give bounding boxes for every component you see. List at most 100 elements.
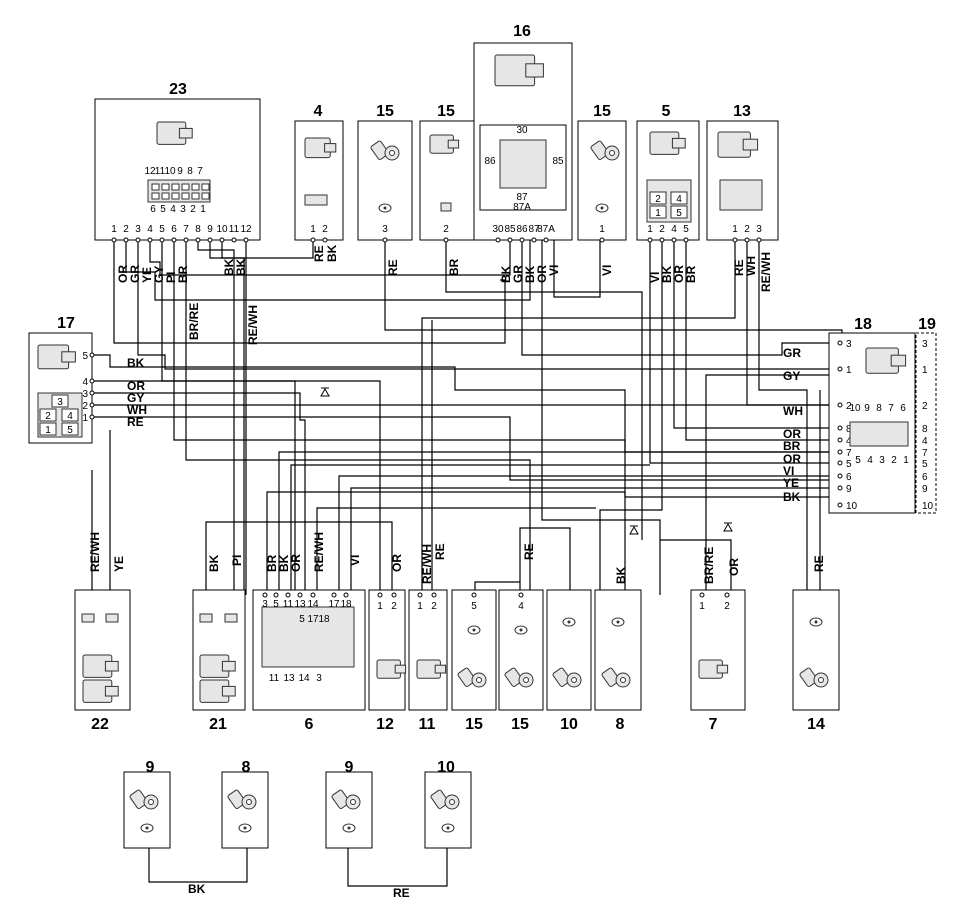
pin-label: 3 [82, 389, 88, 400]
relay-terminal-label: 30 [516, 125, 528, 136]
pin-label: 3 [382, 224, 388, 235]
face-pin-label: 5 [67, 425, 73, 436]
pin-dot [732, 237, 738, 243]
terminal-icon [552, 667, 571, 688]
connector-pin-label: 7 [197, 166, 203, 177]
wire-line [758, 240, 808, 595]
wire-color-label: RE/WH [246, 305, 260, 345]
pin-dot [310, 237, 316, 243]
pin-label: 5 [683, 224, 689, 235]
terminal-icon [457, 667, 476, 688]
pin-label: 7 [183, 224, 189, 235]
pin-dot [231, 237, 237, 243]
wire-color-label: BR [783, 439, 801, 453]
wire-color-label: PI [164, 272, 178, 283]
pin-dot [207, 237, 213, 243]
face-pin-label: 1 [903, 455, 909, 466]
wire-line [278, 451, 840, 595]
wire-line [445, 240, 643, 540]
wire-line [209, 240, 314, 259]
wire-line [149, 240, 511, 276]
wire-line [221, 240, 245, 595]
connector-pin-label: 6 [150, 204, 156, 215]
component-box [594, 589, 642, 711]
wire-color-label: OR [390, 554, 404, 572]
wire-color-label: GY [152, 266, 166, 283]
pin-label: 2 [744, 224, 750, 235]
pin-dot [647, 237, 653, 243]
component-box [325, 771, 373, 849]
wire-color-label: OR [783, 452, 801, 466]
wire-line [521, 240, 840, 356]
pin-label: 11 [229, 224, 240, 235]
component-box [546, 589, 592, 711]
pin-dot [243, 237, 249, 243]
pin-dot [443, 237, 449, 243]
pin-label: 9 [207, 224, 213, 235]
pin-label: 1 [647, 224, 653, 235]
face-pin-label: 2 [45, 411, 51, 422]
pin-label: 4 [922, 436, 928, 447]
component-c7: 7 [690, 589, 746, 733]
pin-label: 10 [216, 224, 228, 235]
terminal-icon [129, 789, 148, 810]
pin-label: 1 [111, 224, 117, 235]
component-c15a: 15 3 [357, 103, 413, 243]
wire-color-label: RE [312, 245, 326, 262]
wire-color-label: RE [386, 259, 400, 276]
relay-terminal-label: 85 [552, 156, 564, 167]
pin-dot [382, 237, 388, 243]
connector-pin-label: 4 [170, 204, 176, 215]
wire-line [92, 392, 306, 595]
pin-label: 10 [922, 501, 934, 512]
wire-color-label: YE [140, 267, 154, 283]
wire-color-label: OR [535, 265, 549, 283]
terminal-icon [331, 789, 350, 810]
pin-dot [123, 237, 129, 243]
pin-label: 4 [518, 601, 524, 612]
diode-icon [629, 525, 639, 535]
pin-label: 2 [846, 401, 852, 412]
face-pin-label: 7 [888, 403, 894, 414]
wire-layer [91, 240, 843, 887]
component-number: 10 [560, 716, 578, 733]
wire-color-label: GR [783, 346, 801, 360]
face-pin-label: 6 [900, 403, 906, 414]
wire-color-label: BK [277, 554, 291, 572]
pin-label: 2 [123, 224, 129, 235]
component-number: 15 [376, 103, 394, 120]
face-pin-label: 9 [864, 403, 870, 414]
wire-color-label: GR [511, 265, 525, 283]
face-pin-label: 4 [67, 411, 73, 422]
component-c14: 14 [792, 589, 840, 733]
component-number: 15 [511, 716, 529, 733]
component-box [123, 771, 171, 849]
component-number: 12 [376, 716, 394, 733]
pin-label: 8 [922, 424, 928, 435]
face-pin-label: 17 [307, 614, 319, 625]
wire-color-label: YE [783, 476, 799, 490]
pin-dot [171, 237, 177, 243]
face-pin-label: 11 [269, 673, 280, 684]
wire-line [113, 240, 506, 344]
component-c10b: 10 [424, 759, 472, 849]
component-number: 5 [662, 103, 671, 120]
component-c19: 19 [915, 316, 937, 514]
terminal-icon [590, 140, 609, 161]
component-box [915, 332, 937, 514]
pin-label: 87 [528, 224, 540, 235]
connector-pin-label: 12 [144, 166, 156, 177]
wire-color-label: RE [127, 415, 144, 429]
pin-label: 3 [262, 599, 268, 610]
relay-terminal-label: 87 [516, 192, 528, 203]
component-number: 10 [437, 759, 455, 776]
pin-dot [322, 237, 328, 243]
connector-face-icon [849, 421, 909, 447]
face-pin-label: 8 [876, 403, 882, 414]
pin-label: 2 [724, 601, 730, 612]
pin-label: 2 [82, 401, 88, 412]
component-number: 15 [593, 103, 611, 120]
face-pin-label: 2 [655, 194, 661, 205]
wire-color-label: OR [116, 265, 130, 283]
